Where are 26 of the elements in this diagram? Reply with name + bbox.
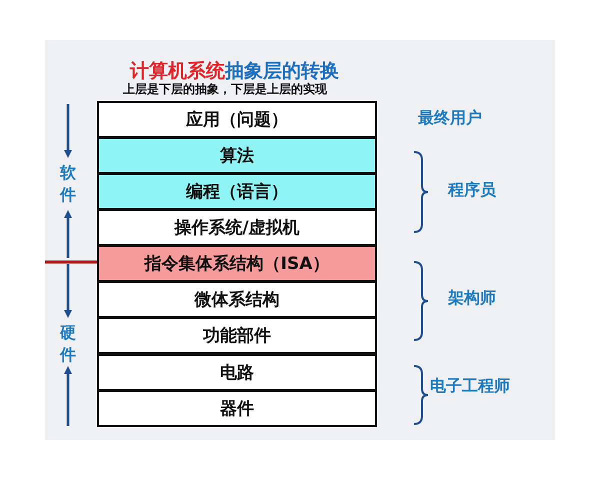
layer-box <box>97 390 377 427</box>
side-label: 软件 <box>59 162 77 206</box>
layer-box <box>97 173 377 210</box>
layer-label: 算法 <box>220 145 254 167</box>
layer-label: 功能部件 <box>203 325 271 347</box>
layer-label: 编程（语言） <box>186 181 288 203</box>
side-label: 硬件 <box>59 322 77 366</box>
layer-box <box>97 245 377 282</box>
side-label: 程序员 <box>448 180 496 201</box>
layer-box <box>97 137 377 174</box>
title: 计算机系统抽象层的转换 <box>130 59 339 82</box>
subtitle: 上层是下层的抽象，下层是上层的实现 <box>123 81 327 98</box>
layer-label: 应用（问题） <box>186 109 288 131</box>
layer-label: 电路 <box>220 362 254 384</box>
layer-box <box>97 354 377 391</box>
layer-label: 微体系结构 <box>194 289 280 311</box>
layer-box <box>97 209 377 246</box>
layer-label: 操作系统/虚拟机 <box>174 217 300 239</box>
layer-label: 器件 <box>220 398 254 420</box>
layer-label: 指令集体系结构（ISA） <box>144 253 330 275</box>
layer-box <box>97 281 377 318</box>
side-label: 最终用户 <box>418 108 482 129</box>
layer-box <box>97 317 377 354</box>
side-label: 电子工程师 <box>430 376 510 397</box>
side-label: 架构师 <box>448 288 496 309</box>
layer-box <box>97 101 377 138</box>
